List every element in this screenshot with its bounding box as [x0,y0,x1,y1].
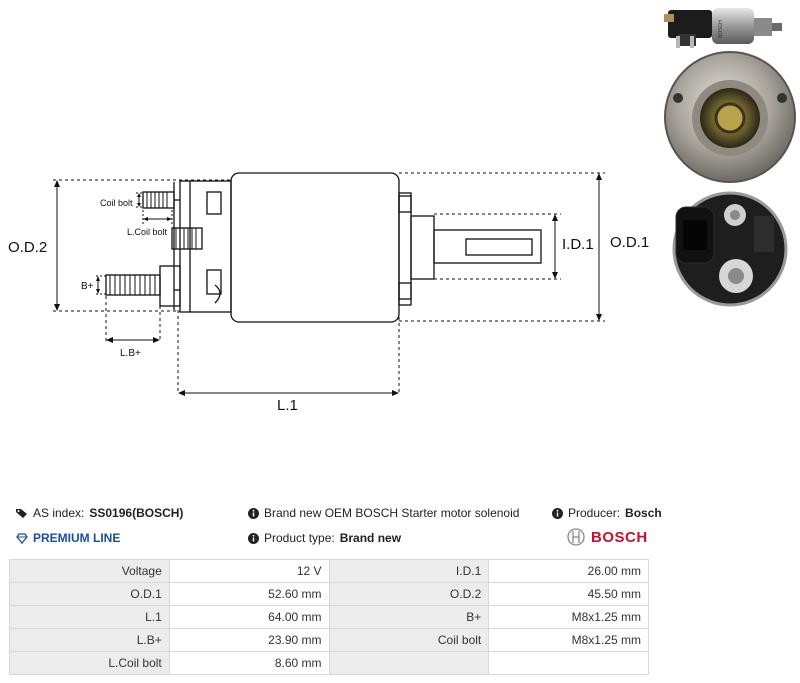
thread-hatching [109,192,197,295]
info-icon [552,507,563,519]
table-row: L.B+ 23.90 mm Coil bolt M8x1.25 mm [9,628,649,652]
spec-key [328,651,490,675]
product-type: Product type: Brand new [248,531,401,545]
diamond-icon [16,532,28,544]
arrowheads [54,173,602,396]
od1-label: O.D.1 [610,234,649,251]
as-index-value: SS0196(BOSCH) [89,506,184,520]
brand-logo: BOSCH [567,528,648,546]
spec-key: O.D.1 [9,582,170,606]
specs-table: Voltage 12 V I.D.1 26.00 mm O.D.1 52.60 … [9,559,649,675]
as-index: AS index: SS0196(BOSCH) [16,506,183,520]
spec-value: 12 V [168,559,330,583]
lcoil-bolt-label: L.Coil bolt [127,227,168,237]
description: Brand new OEM BOSCH Starter motor soleno… [248,506,519,520]
spec-key: Coil bolt [328,628,490,652]
lb-plus-label: L.B+ [120,348,141,359]
premium-line-badge: PREMIUM LINE [16,531,120,545]
spec-key: L.1 [9,605,170,629]
dimension-lines [53,172,605,394]
spec-value: 8.60 mm [168,651,330,675]
table-row: Voltage 12 V I.D.1 26.00 mm [9,559,649,583]
spec-value: 64.00 mm [168,605,330,629]
producer-label: Producer: [568,506,621,520]
premium-line-label: PREMIUM LINE [33,531,121,545]
b-plus-label: B+ [81,281,94,292]
svg-text:BOSCH: BOSCH [718,20,724,38]
table-row: O.D.1 52.60 mm O.D.2 45.50 mm [9,582,649,606]
info-icon [248,507,259,519]
spec-key: Voltage [9,559,170,583]
tags-icon [16,508,27,518]
spec-key: L.B+ [9,628,170,652]
brand-logo-text: BOSCH [591,528,648,546]
technical-drawing: O.D.2 O.D.1 I.D.1 L.1 Coil bolt L.Coil b… [8,8,796,414]
solenoid-outline [105,172,542,323]
od2-label: O.D.2 [8,239,47,256]
spec-value [488,651,649,675]
producer: Producer: Bosch [552,506,662,520]
spec-value: 52.60 mm [168,582,330,606]
spec-value: 45.50 mm [488,582,649,606]
product-photo-front [664,51,796,183]
bosch-armature-icon [567,528,585,546]
product-photo-side: BOSCH [664,8,782,48]
spec-key: L.Coil bolt [9,651,170,675]
spec-key: I.D.1 [328,559,490,583]
table-row: L.1 64.00 mm B+ M8x1.25 mm [9,605,649,629]
product-type-label: Product type: [264,531,335,545]
spec-value: M8x1.25 mm [488,605,649,629]
l1-label: L.1 [277,397,298,414]
as-index-label: AS index: [33,506,85,520]
spec-value: 23.90 mm [168,628,330,652]
table-row: L.Coil bolt 8.60 mm [9,651,649,675]
spec-value: M8x1.25 mm [488,628,649,652]
coil-bolt-label: Coil bolt [100,198,133,208]
id1-label: I.D.1 [562,236,594,253]
producer-value: Bosch [625,506,662,520]
info-icon [248,532,259,544]
product-photo-rear [672,191,788,307]
description-text: Brand new OEM BOSCH Starter motor soleno… [264,506,520,520]
product-type-value: Brand new [339,531,402,545]
spec-key: O.D.2 [328,582,490,606]
spec-key: B+ [328,605,490,629]
spec-value: 26.00 mm [488,559,649,583]
